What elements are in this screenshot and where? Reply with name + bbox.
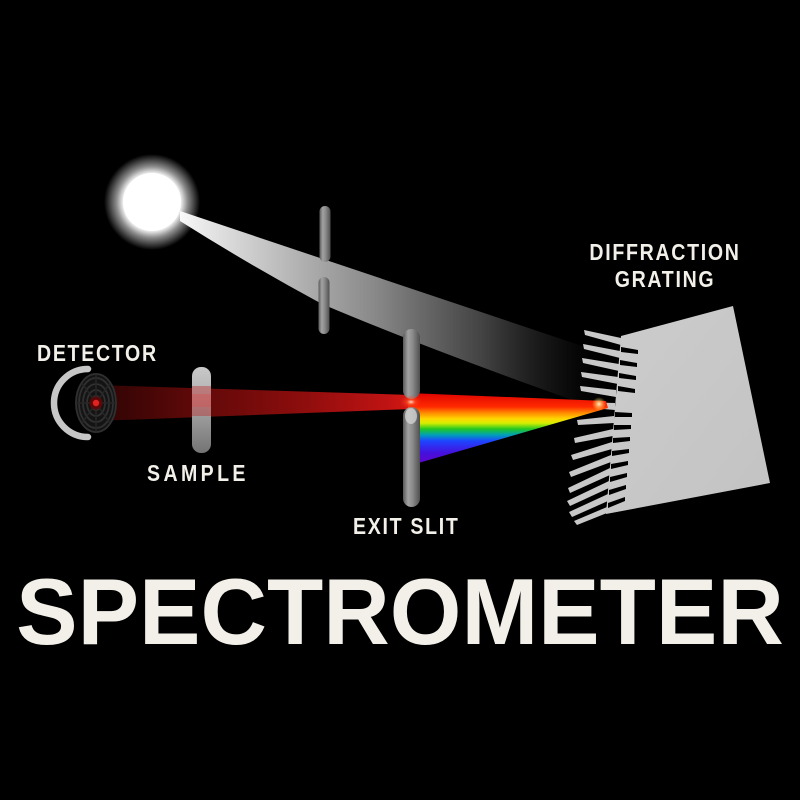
sample — [192, 367, 211, 453]
sample-beam-tint-core — [192, 394, 211, 407]
entrance-slit-top-bar — [319, 206, 331, 262]
exit-slit-bar-highlight — [405, 408, 417, 424]
light-source-core — [123, 173, 181, 231]
diffraction-grating-body — [606, 306, 770, 514]
diffraction-grating-label-line2: GRATING — [614, 266, 716, 292]
detector — [50, 365, 117, 441]
grating-teeth — [567, 330, 621, 525]
detector-crescent — [50, 365, 92, 441]
detector-red-dot — [92, 399, 100, 407]
entrance-slit-bottom-bar — [318, 277, 330, 334]
rainbow-spectrum-fan — [408, 393, 608, 466]
red-beam — [96, 385, 412, 421]
spectrum-apex-glow — [592, 397, 606, 411]
sample-label: SAMPLE — [147, 460, 249, 486]
diffraction-grating-label-line1: DIFFRACTION — [589, 239, 741, 265]
entrance-slit — [318, 206, 331, 334]
detector-label: DETECTOR — [37, 340, 158, 366]
incident-light-beam — [180, 211, 612, 414]
exit-slit-top-bar — [403, 329, 420, 399]
exit-slit-gap-glow — [400, 395, 422, 409]
exit-slit-label: EXIT SLIT — [353, 513, 460, 539]
sample-bar — [192, 367, 211, 453]
exit-slit — [400, 329, 422, 507]
page-title: SPECTROMETER — [16, 559, 784, 664]
grating-shadow-wedges — [608, 347, 638, 508]
diffraction-grating-label: DIFFRACTION GRATING — [563, 239, 767, 293]
exit-slit-bottom-bar — [403, 407, 420, 507]
sample-beam-tint — [192, 386, 211, 416]
light-source — [104, 154, 200, 250]
